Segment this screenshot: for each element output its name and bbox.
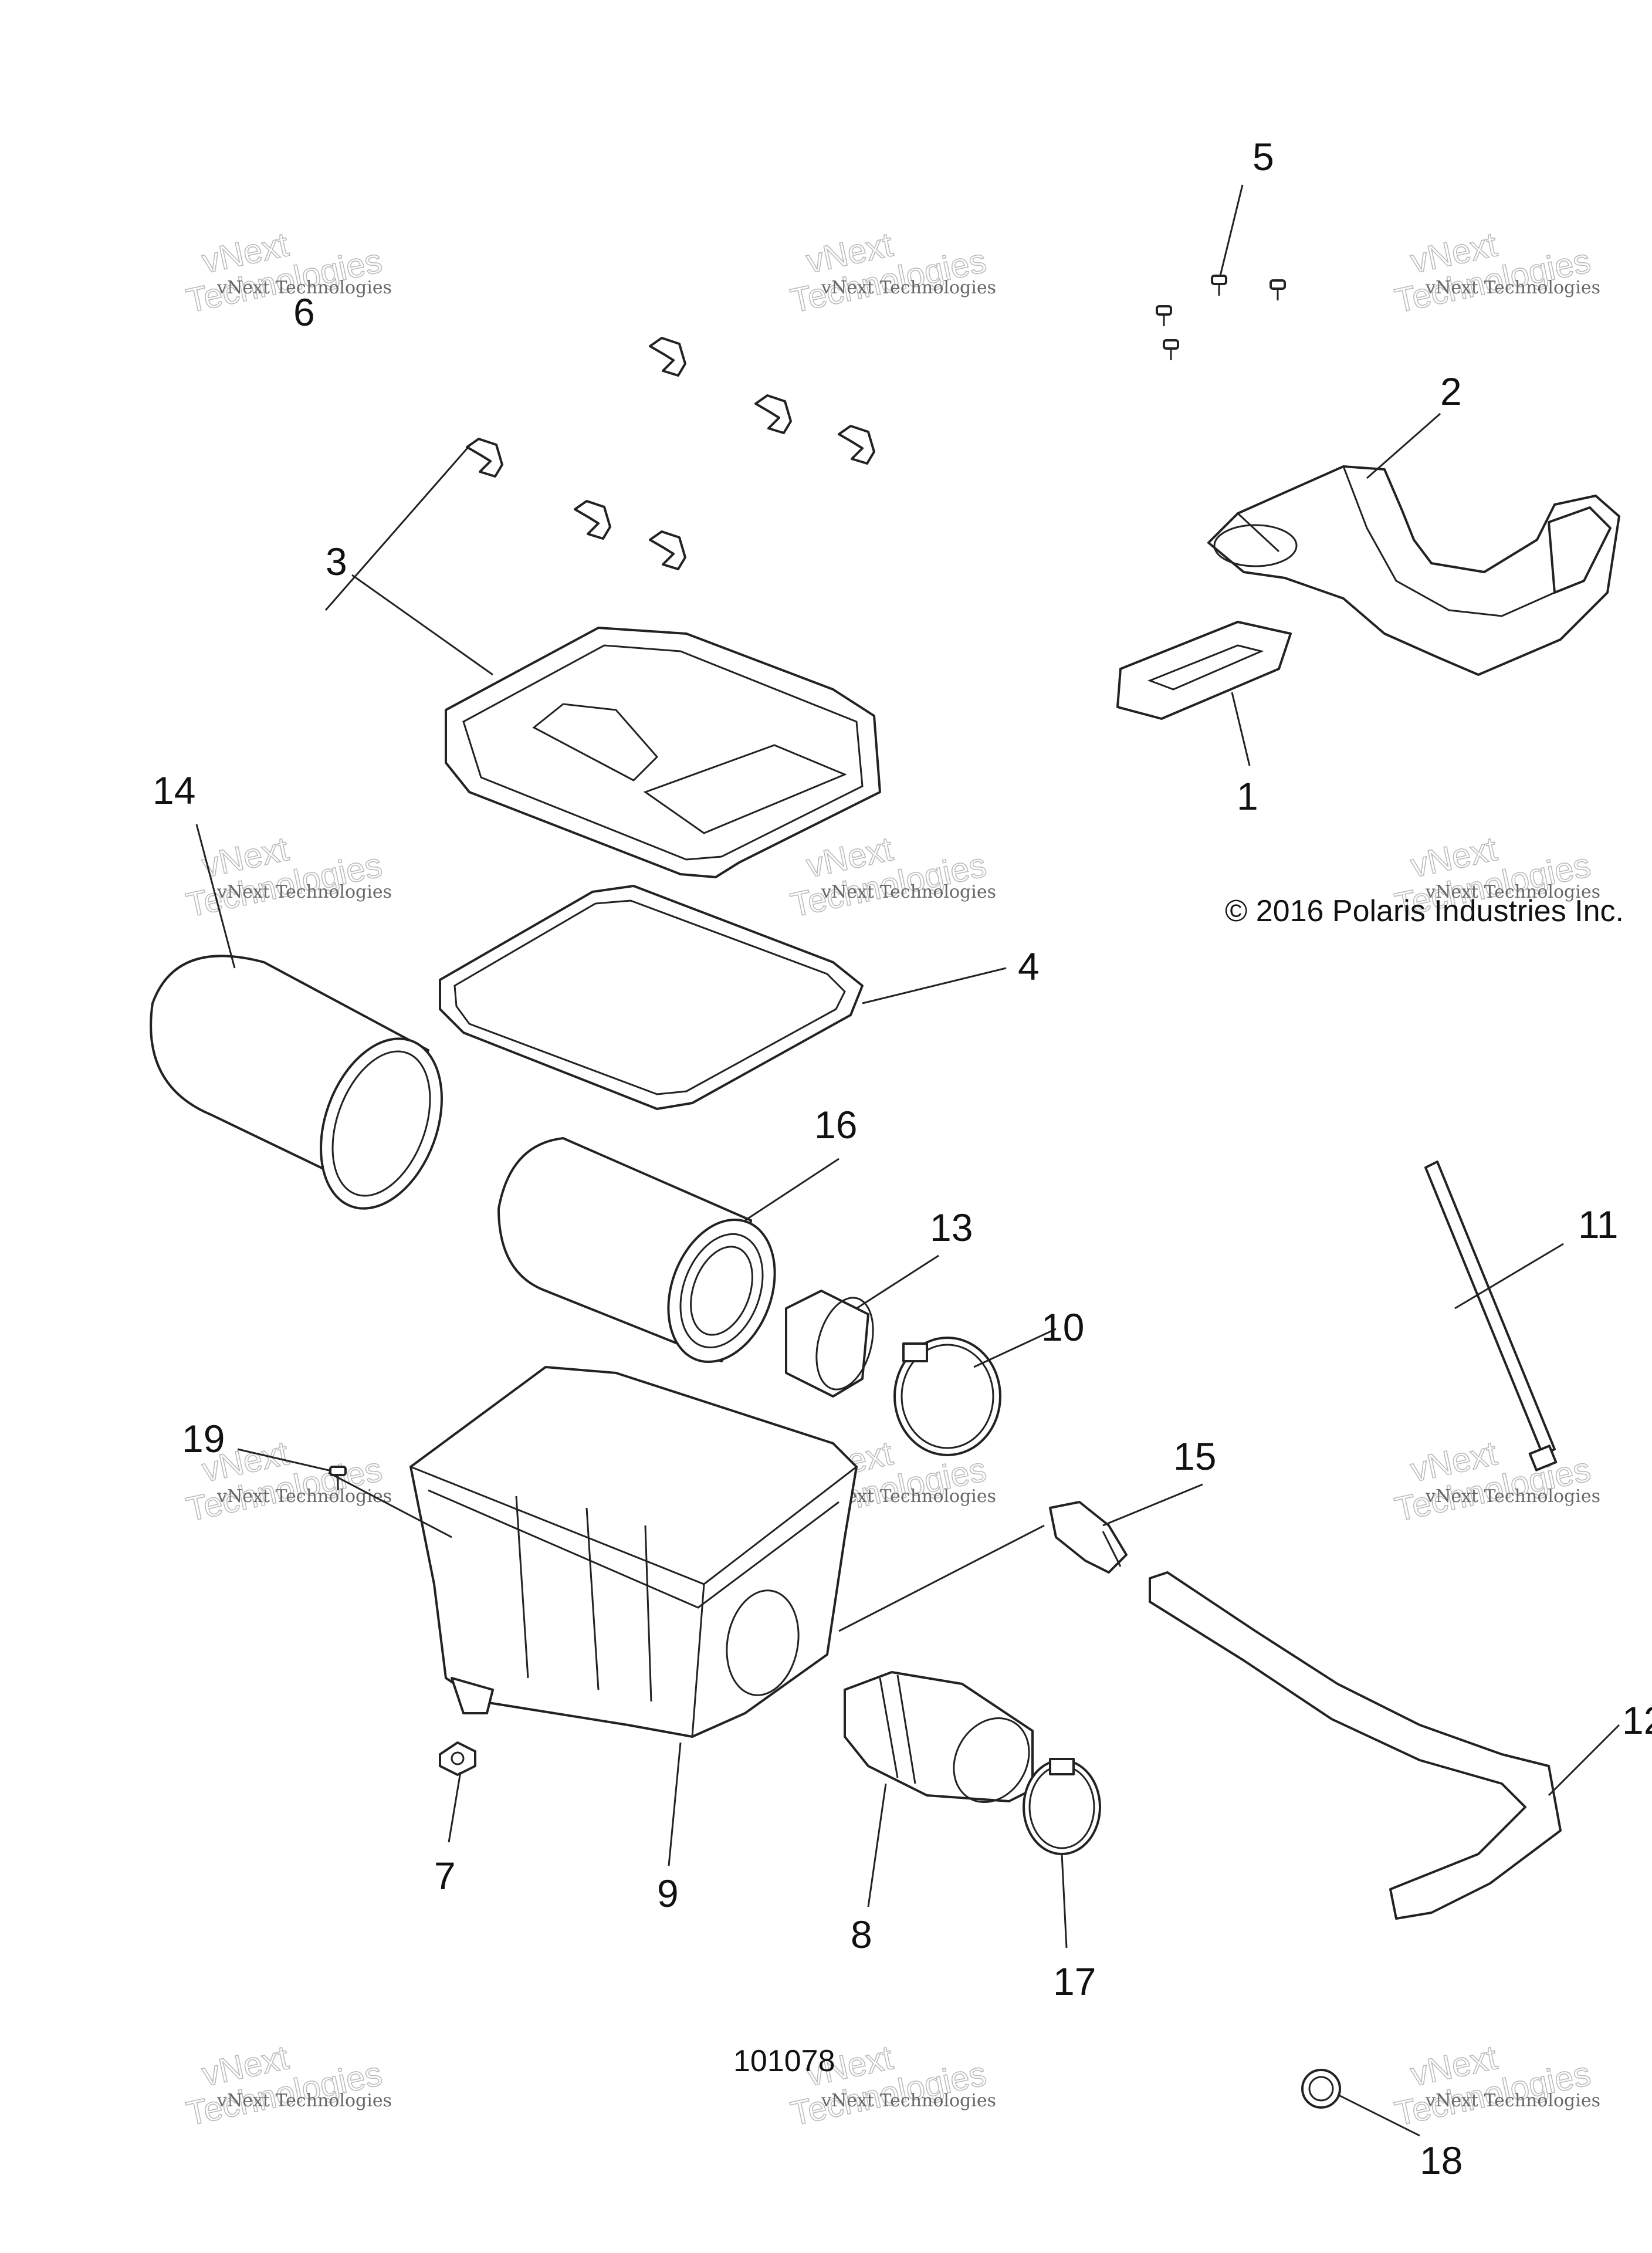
svg-text:vNext Technologies: vNext Technologies xyxy=(1425,882,1600,902)
callout-16: 16 xyxy=(814,1103,857,1146)
part-3-airbox-cover xyxy=(445,627,881,878)
watermark: vNext Technologies vNext Technologies xyxy=(182,225,392,320)
callout-9: 9 xyxy=(657,1872,679,1915)
part-11-strap xyxy=(1424,1161,1558,1471)
part-18-clamp xyxy=(1301,2069,1341,2109)
watermark: vNext Technologies vNext Technologies xyxy=(787,225,996,320)
callout-14: 14 xyxy=(153,769,195,812)
svg-text:vNext Technologies: vNext Technologies xyxy=(821,882,996,902)
callout-3: 3 xyxy=(326,540,347,583)
diagram-number: 101078 xyxy=(733,2044,835,2078)
svg-text:vNext Technologies: vNext Technologies xyxy=(216,882,392,902)
svg-text:vNext Technologies: vNext Technologies xyxy=(1425,2090,1600,2111)
svg-text:vNext Technologies: vNext Technologies xyxy=(216,278,392,298)
callouts: 1 2 3 4 5 6 7 8 9 10 11 12 13 14 15 16 1… xyxy=(153,135,1652,2182)
svg-text:vNext Technologies: vNext Technologies xyxy=(821,2090,996,2111)
watermark: vNext Technologies vNext Technologies xyxy=(787,829,996,925)
svg-text:vNext Technologies: vNext Technologies xyxy=(821,278,996,298)
watermark: vNext Technologies vNext Technologies xyxy=(1391,1433,1600,1529)
callout-15: 15 xyxy=(1173,1435,1216,1478)
svg-text:vNext Technologies: vNext Technologies xyxy=(216,1486,392,1507)
part-6-clips xyxy=(466,337,875,570)
part-14-prefilter xyxy=(150,955,443,1210)
watermark: vNext Technologies vNext Technologies xyxy=(1391,2038,1600,2133)
part-13-coupler xyxy=(785,1290,874,1398)
part-8-boot xyxy=(844,1671,1034,1804)
leader-lines xyxy=(195,184,1620,2137)
svg-text:vNext Technologies: vNext Technologies xyxy=(216,2090,392,2111)
svg-text:vNext Technologies: vNext Technologies xyxy=(1425,1486,1600,1507)
part-1-gasket-plate xyxy=(1116,621,1292,720)
callout-10: 10 xyxy=(1041,1305,1084,1349)
callout-11: 11 xyxy=(1578,1203,1619,1246)
callout-5: 5 xyxy=(1252,135,1274,178)
callout-13: 13 xyxy=(930,1206,973,1249)
part-16-filter xyxy=(497,1137,776,1364)
part-5-screws xyxy=(1156,275,1286,360)
part-4-seal xyxy=(439,885,864,1110)
part-2-intake-duct xyxy=(1207,465,1620,676)
part-10-clamp xyxy=(893,1337,1001,1456)
callout-7: 7 xyxy=(434,1854,456,1897)
part-9-airbox xyxy=(409,1366,858,1738)
part-15-fitting xyxy=(1049,1501,1128,1574)
callout-17: 17 xyxy=(1053,1960,1096,2003)
callout-6: 6 xyxy=(293,290,315,334)
callout-18: 18 xyxy=(1420,2139,1463,2182)
callout-19: 19 xyxy=(182,1417,225,1460)
svg-text:vNext Technologies: vNext Technologies xyxy=(1425,278,1600,298)
callout-2: 2 xyxy=(1440,370,1462,413)
callout-1: 1 xyxy=(1237,774,1258,818)
copyright-text: © 2016 Polaris Industries Inc. xyxy=(1225,894,1624,928)
callout-4: 4 xyxy=(1018,945,1040,988)
watermark: vNext Technologies vNext Technologies xyxy=(182,2038,392,2133)
watermark: vNext Technologies vNext Technologies xyxy=(1391,225,1600,320)
part-7-grommet xyxy=(439,1741,476,1776)
callout-8: 8 xyxy=(851,1913,872,1956)
watermark: vNext Technologies vNext Technologies xyxy=(182,829,392,925)
part-17-clamp xyxy=(1023,1758,1101,1855)
callout-12: 12 xyxy=(1622,1699,1652,1742)
part-12-hose xyxy=(1149,1571,1562,1920)
